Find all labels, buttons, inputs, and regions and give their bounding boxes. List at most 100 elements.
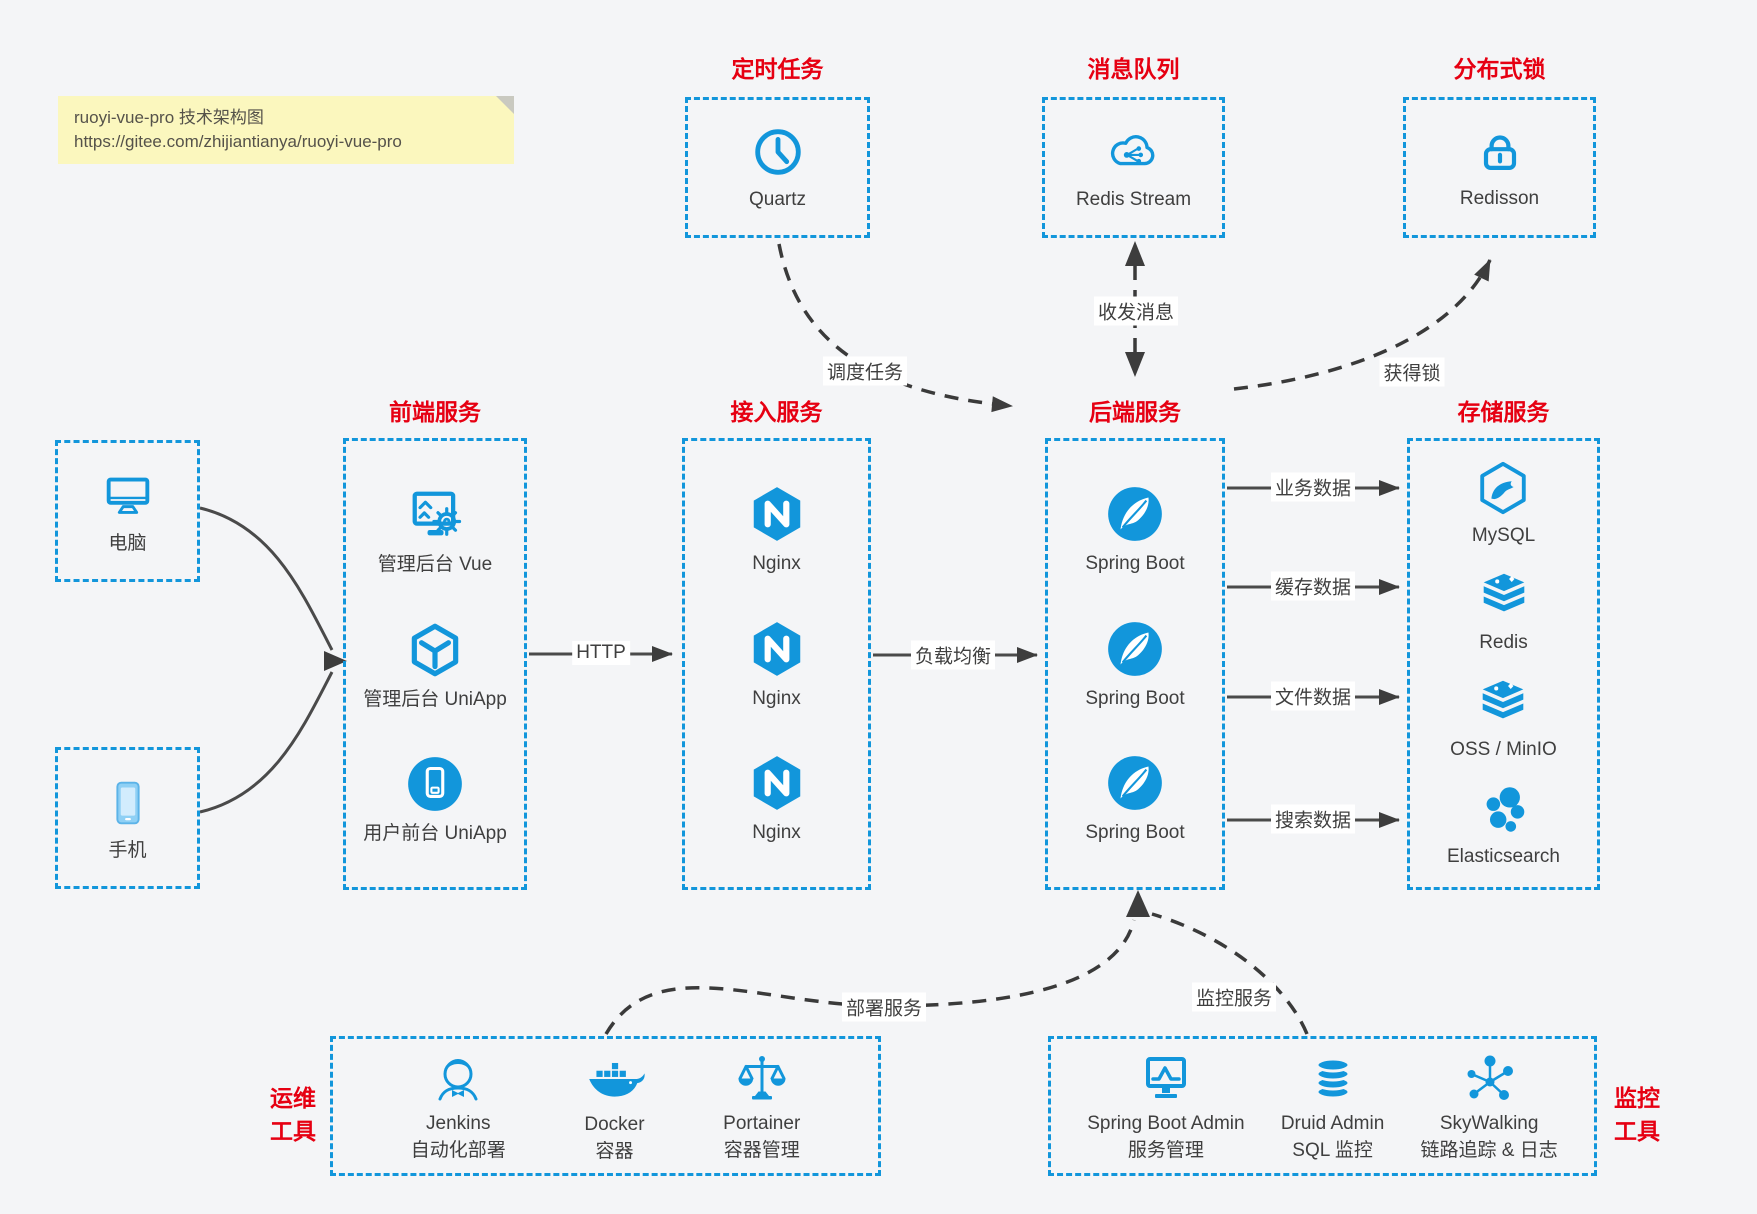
node-admin-vue: 管理后台 Vue bbox=[378, 482, 492, 577]
admin-vue-icon bbox=[403, 482, 467, 546]
node-label: 用户前台 UniApp bbox=[363, 822, 507, 844]
edge-clients-arrowhead bbox=[324, 651, 347, 671]
box-desktop-client: 电脑 bbox=[55, 440, 200, 582]
box-gateway: Nginx Nginx Nginx bbox=[682, 438, 871, 890]
node-sublabel: 容器管理 bbox=[723, 1140, 800, 1161]
node-label: Redis Stream bbox=[1075, 189, 1192, 210]
node-sublabel: 容器 bbox=[595, 1141, 634, 1162]
nginx-icon bbox=[746, 618, 808, 680]
node-redis: Redis bbox=[1475, 566, 1533, 655]
node-elasticsearch: Elasticsearch bbox=[1447, 780, 1560, 869]
note-url: https://gitee.com/zhijiantianya/ruoyi-vu… bbox=[74, 132, 402, 151]
node-nginx-2: Nginx bbox=[746, 618, 808, 711]
node-label: Spring Boot Admin bbox=[1087, 1113, 1245, 1134]
edge-label-file-data: 文件数据 bbox=[1270, 681, 1356, 711]
node-label: 手机 bbox=[108, 839, 147, 861]
spring-boot-icon bbox=[1104, 752, 1166, 814]
node-springboot-3: Spring Boot bbox=[1085, 752, 1185, 845]
box-backend: Spring Boot Spring Boot Spring Boot bbox=[1045, 438, 1225, 890]
node-label: OSS / MinIO bbox=[1450, 739, 1557, 760]
node-redis-stream: Redis Stream bbox=[1076, 123, 1191, 212]
spring-boot-icon bbox=[1104, 483, 1166, 545]
clock-icon bbox=[749, 123, 807, 181]
node-oss-minio: OSS / MinIO bbox=[1450, 673, 1557, 762]
edge-client-phone bbox=[199, 671, 334, 814]
title-monitoring-tools: 监控 工具 bbox=[1614, 1085, 1660, 1144]
edge-label-cache-data: 缓存数据 bbox=[1270, 571, 1356, 601]
edge-backend-arrowhead bbox=[1126, 890, 1150, 917]
box-redisson: Redisson bbox=[1403, 97, 1596, 238]
spring-boot-icon bbox=[1104, 618, 1166, 680]
cloud-mq-icon bbox=[1104, 123, 1162, 181]
node-label: Quartz bbox=[748, 189, 807, 210]
uniapp-cube-icon bbox=[404, 619, 466, 681]
node-label: MySQL bbox=[1471, 525, 1536, 546]
node-label: 管理后台 Vue bbox=[377, 554, 493, 576]
box-frontend: 管理后台 Vue 管理后台 UniApp 用户前台 UniApp bbox=[343, 438, 527, 890]
edge-label-monitor-service: 监控服务 bbox=[1191, 982, 1277, 1012]
node-quartz: Quartz bbox=[749, 123, 807, 212]
nginx-icon bbox=[746, 752, 808, 814]
title-message-queue: 消息队列 bbox=[1087, 56, 1180, 82]
node-label: Nginx bbox=[752, 822, 801, 844]
node-label: SkyWalking bbox=[1439, 1113, 1539, 1134]
node-admin-uniapp: 管理后台 UniApp bbox=[363, 619, 507, 712]
box-storage: MySQL Redis OSS bbox=[1407, 438, 1600, 890]
node-label: Druid Admin bbox=[1280, 1113, 1385, 1134]
node-label: Nginx bbox=[752, 552, 801, 574]
node-springboot-admin: Spring Boot Admin 服务管理 bbox=[1087, 1049, 1245, 1163]
mysql-icon bbox=[1474, 459, 1532, 517]
edge-label-acquire-lock: 获得锁 bbox=[1379, 357, 1445, 387]
edge-acquire-lock bbox=[1233, 259, 1492, 391]
user-app-icon bbox=[404, 753, 466, 815]
node-sublabel: 链路追踪 & 日志 bbox=[1420, 1140, 1558, 1161]
node-portainer: Portainer 容器管理 bbox=[723, 1049, 800, 1163]
node-nginx-1: Nginx bbox=[746, 483, 808, 576]
node-druid: Druid Admin SQL 监控 bbox=[1280, 1049, 1385, 1163]
node-label: Docker bbox=[584, 1114, 645, 1135]
edge-msg-arrowhead-up bbox=[1125, 241, 1145, 266]
box-redis-stream: Redis Stream bbox=[1042, 97, 1225, 238]
title-frontend-services: 前端服务 bbox=[389, 399, 481, 425]
lock-icon bbox=[1472, 124, 1528, 180]
node-label: Elasticsearch bbox=[1447, 846, 1560, 867]
node-skywalking: SkyWalking 链路追踪 & 日志 bbox=[1421, 1049, 1558, 1163]
docker-icon bbox=[583, 1048, 646, 1110]
edge-label-http: HTTP bbox=[572, 641, 630, 665]
nginx-icon bbox=[746, 483, 808, 545]
box-ops-tools: Jenkins 自动化部署 Docker 容器 bbox=[330, 1036, 881, 1176]
node-sublabel: 服务管理 bbox=[1127, 1140, 1204, 1161]
node-label: Redisson bbox=[1459, 188, 1540, 209]
box-mobile-client: 手机 bbox=[55, 747, 200, 889]
node-label: Jenkins bbox=[426, 1113, 491, 1134]
elasticsearch-icon bbox=[1475, 780, 1533, 838]
note-fold-corner bbox=[496, 96, 514, 114]
node-user-uniapp: 用户前台 UniApp bbox=[363, 753, 507, 846]
node-springboot-2: Spring Boot bbox=[1085, 618, 1185, 711]
edge-msg-arrowhead-down bbox=[1125, 352, 1145, 377]
node-redisson: Redisson bbox=[1460, 124, 1539, 211]
edge-label-send-receive-msg: 收发消息 bbox=[1093, 296, 1179, 326]
node-label: Portainer bbox=[723, 1113, 801, 1134]
edge-label-deploy-service: 部署服务 bbox=[841, 992, 927, 1022]
node-label: 电脑 bbox=[108, 532, 147, 554]
node-nginx-3: Nginx bbox=[746, 752, 808, 845]
desktop-icon bbox=[99, 467, 157, 525]
node-label: Spring Boot bbox=[1085, 687, 1185, 709]
title-storage-services: 存储服务 bbox=[1457, 399, 1550, 425]
node-label: Spring Boot bbox=[1085, 822, 1185, 844]
springboot-admin-icon bbox=[1136, 1049, 1196, 1109]
smartphone-icon bbox=[99, 774, 157, 832]
node-sublabel: 自动化部署 bbox=[410, 1140, 506, 1161]
title-distributed-lock: 分布式锁 bbox=[1453, 56, 1546, 82]
jenkins-icon bbox=[428, 1049, 488, 1109]
skywalking-icon bbox=[1459, 1049, 1519, 1109]
title-gateway-services: 接入服务 bbox=[730, 399, 823, 425]
portainer-icon bbox=[732, 1049, 792, 1109]
box-quartz: Quartz bbox=[685, 97, 870, 238]
title-scheduled-tasks: 定时任务 bbox=[731, 56, 824, 82]
node-docker: Docker 容器 bbox=[583, 1048, 646, 1164]
edge-monitor-service bbox=[1151, 912, 1309, 1035]
node-desktop: 电脑 bbox=[99, 467, 157, 556]
